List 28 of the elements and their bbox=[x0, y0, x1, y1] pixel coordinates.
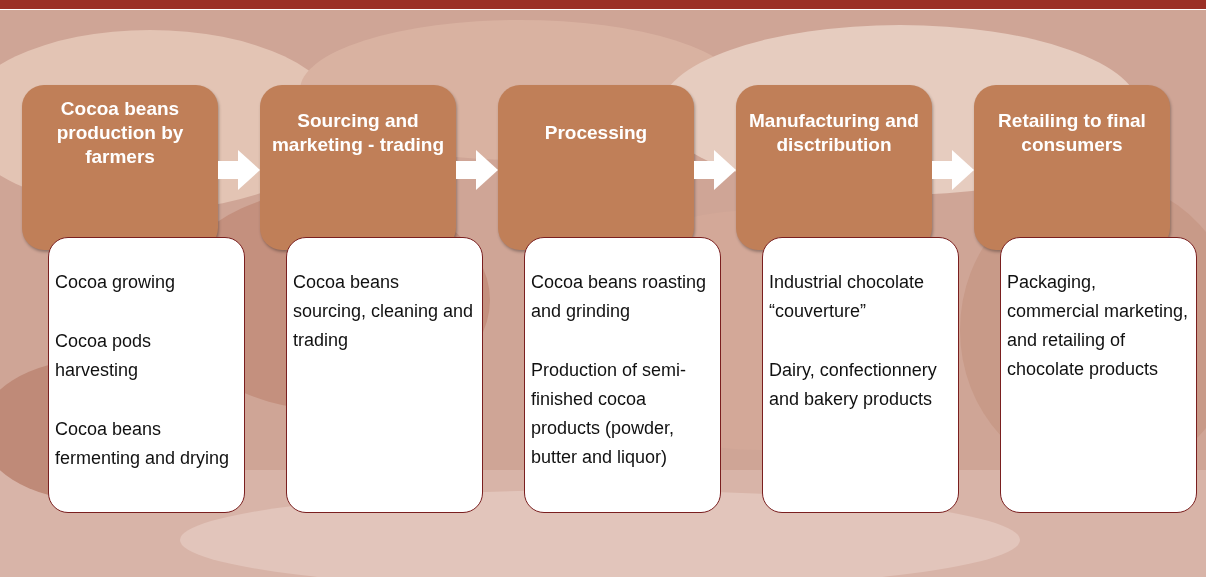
arrow bbox=[932, 150, 974, 190]
stage-title: Manufacturing and disctribution bbox=[748, 108, 920, 157]
stage-title: Sourcing and marketing - trading bbox=[270, 108, 446, 157]
stage-box bbox=[736, 85, 932, 250]
stage-box bbox=[498, 85, 694, 250]
stage-title: Retailing to final consumers bbox=[997, 108, 1147, 157]
detail-text: Cocoa beans fermenting and drying bbox=[55, 418, 231, 470]
arrow bbox=[218, 150, 260, 190]
detail-text: Cocoa pods harvesting bbox=[55, 330, 153, 382]
detail-card bbox=[1000, 237, 1197, 513]
detail-text: Production of semi-finished cocoa products (powder, butter and liquor) bbox=[531, 359, 688, 469]
detail-card bbox=[762, 237, 959, 513]
detail-card bbox=[286, 237, 483, 513]
detail-text: Cocoa beans sourcing, cleaning and trading bbox=[293, 271, 475, 352]
detail-text: Industrial chocolate “couverture” bbox=[769, 271, 926, 323]
detail-text: Cocoa growing bbox=[55, 271, 177, 294]
stage-box bbox=[260, 85, 456, 250]
detail-card bbox=[48, 237, 245, 513]
stage-title: Cocoa beans production by farmers bbox=[55, 96, 185, 169]
arrow bbox=[456, 150, 498, 190]
detail-text: Packaging, commercial marketing, and retailing of chocolate products bbox=[1007, 271, 1190, 381]
stage-title: Processing bbox=[544, 120, 648, 145]
stage-box bbox=[22, 85, 218, 250]
detail-text: Cocoa beans roasting and grinding bbox=[531, 271, 708, 323]
detail-text: Dairy, confectionnery and bakery products bbox=[769, 359, 938, 411]
detail-card bbox=[524, 237, 721, 513]
arrow bbox=[694, 150, 736, 190]
stage-box bbox=[974, 85, 1170, 250]
